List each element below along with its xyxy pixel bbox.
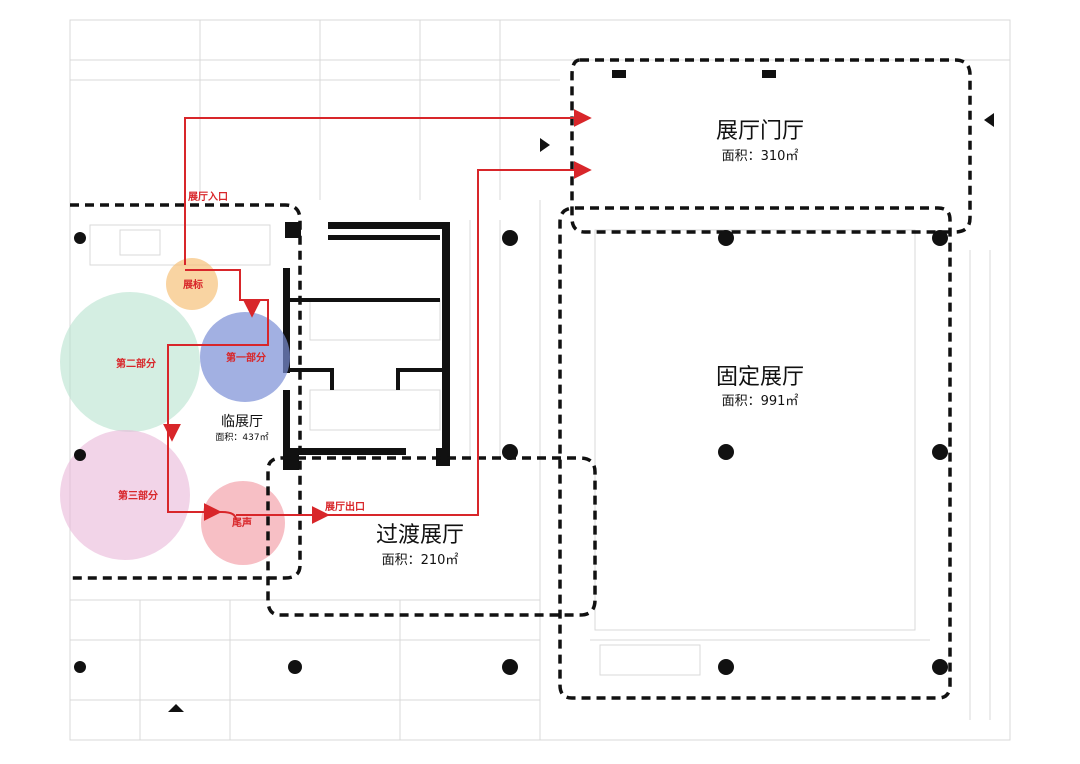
part3-label: 第三部分	[118, 489, 158, 502]
temporary-hall-area: 面积：437㎡	[215, 431, 268, 443]
part1-label: 第一部分	[226, 351, 266, 364]
part3-zone	[60, 430, 190, 560]
zone-circles	[60, 258, 290, 565]
entrance-label: 展厅入口	[188, 191, 228, 203]
fixed-hall-area: 面积：991㎡	[722, 394, 799, 409]
transition-hall-name: 过渡展厅	[376, 523, 464, 548]
fixed-hall-name: 固定展厅	[716, 365, 804, 390]
west-arrow-icon	[540, 138, 550, 152]
core-walls	[283, 70, 776, 470]
visitor-route	[163, 109, 592, 524]
route-inner-line	[167, 269, 269, 521]
fixed-hall-boundary	[558, 206, 952, 700]
lobby-boundary	[570, 58, 972, 234]
structural-columns	[74, 230, 948, 675]
part2-label: 第二部分	[116, 357, 156, 370]
route-exit-line	[300, 161, 592, 516]
temporary-hall-boundary	[70, 203, 302, 580]
route-entrance-line	[184, 109, 592, 265]
temporary-hall-name: 临展厅	[221, 414, 263, 430]
east-arrow-icon	[984, 113, 994, 127]
epilogue-label: 尾声	[232, 516, 252, 529]
entrance-markers	[168, 113, 994, 712]
lobby-area: 面积：310㎡	[722, 149, 799, 164]
transition-hall-boundary	[266, 456, 597, 617]
exhibit-sign-label: 展标	[183, 278, 203, 291]
part2-zone	[60, 292, 200, 432]
hall-boundaries	[70, 58, 972, 700]
north-arrow-icon	[168, 704, 184, 712]
epilogue-zone	[201, 481, 285, 565]
lobby-name: 展厅门厅	[716, 119, 804, 144]
exit-label: 展厅出口	[325, 500, 365, 513]
transition-hall-area: 面积：210㎡	[382, 553, 459, 568]
